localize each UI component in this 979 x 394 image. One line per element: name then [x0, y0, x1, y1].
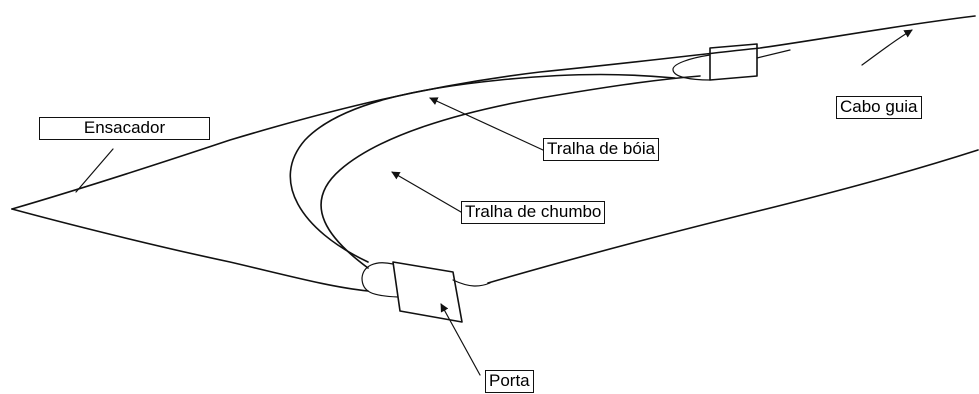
lead-line	[320, 75, 701, 269]
net-lower-outline	[11, 208, 369, 292]
porta-arrow	[440, 303, 481, 376]
lower-door-warp	[452, 279, 491, 287]
lower-door-connector	[361, 262, 399, 298]
porta-label: Porta	[485, 370, 534, 393]
tralha-boia-label: Tralha de bóia	[543, 138, 660, 161]
tralha-chumbo-arrow	[391, 171, 462, 213]
upper-door-warp	[756, 49, 791, 59]
cabo-guia-leader	[861, 29, 913, 66]
lower-door	[392, 261, 463, 323]
tralha-chumbo-label: Tralha de chumbo	[461, 201, 606, 224]
upper-door-connector	[672, 54, 711, 81]
ensacador-label: Ensacador	[39, 117, 210, 140]
upper-door	[709, 43, 758, 81]
tralha-boia-arrow	[429, 97, 544, 151]
net-lower-right-outline	[487, 149, 979, 284]
cabo-guia-label: Cabo guia	[836, 96, 922, 119]
float-line	[289, 73, 676, 263]
ensacador-leader	[75, 148, 114, 193]
net-upper-outline	[11, 15, 976, 210]
